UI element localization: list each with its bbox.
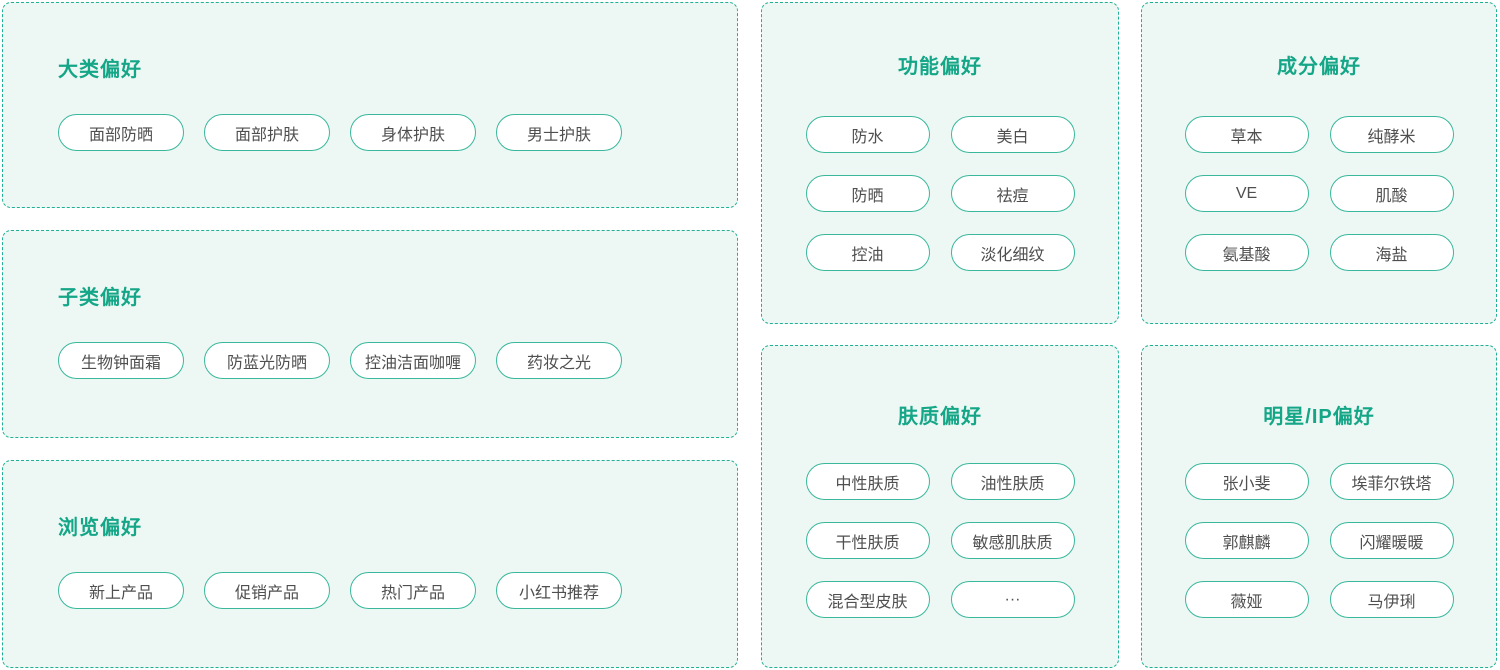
pill-more-ellipsis[interactable]: ···: [950, 581, 1075, 618]
pill-group-celebrity-ip: 张小斐 埃菲尔铁塔 郭麒麟 闪耀暖暖 薇娅 马伊琍: [1142, 463, 1496, 618]
panel-function-preference: 功能偏好 防水 美白 防晒 祛痘 控油 淡化细纹: [761, 2, 1119, 324]
pill-sunscreen[interactable]: 防晒: [805, 175, 930, 212]
panel-celebrity-ip-preference: 明星/IP偏好 张小斐 埃菲尔铁塔 郭麒麟 闪耀暖暖 薇娅 马伊琍: [1141, 345, 1497, 668]
panel-title-function: 功能偏好: [898, 56, 982, 78]
pill-new-products[interactable]: 新上产品: [58, 572, 184, 609]
pill-combination-skin[interactable]: 混合型皮肤: [805, 581, 930, 618]
pill-xiaohongshu-recommend[interactable]: 小红书推荐: [496, 572, 622, 609]
panel-title-category: 大类偏好: [58, 59, 142, 81]
pill-blue-light-sunscreen[interactable]: 防蓝光防晒: [204, 342, 330, 379]
pill-waterproof[interactable]: 防水: [805, 116, 930, 153]
pill-viya[interactable]: 薇娅: [1184, 581, 1309, 618]
panel-subcategory-preference: 子类偏好 生物钟面霜 防蓝光防晒 控油洁面咖喱 药妆之光: [2, 230, 738, 438]
pill-men-skincare[interactable]: 男士护肤: [496, 114, 622, 151]
panel-title-browsing: 浏览偏好: [58, 517, 142, 539]
pill-cosmeceutical-light[interactable]: 药妆之光: [496, 342, 622, 379]
pill-eiffel-tower[interactable]: 埃菲尔铁塔: [1329, 463, 1454, 500]
pill-amino-acid[interactable]: 氨基酸: [1184, 234, 1309, 271]
panel-skin-type-preference: 肤质偏好 中性肤质 油性肤质 干性肤质 敏感肌肤质 混合型皮肤 ···: [761, 345, 1119, 668]
panel-title-ingredient: 成分偏好: [1277, 56, 1361, 78]
panel-title-celebrity-ip: 明星/IP偏好: [1263, 406, 1375, 428]
pill-group-ingredient: 草本 纯酵米 VE 肌酸 氨基酸 海盐: [1142, 116, 1496, 271]
pill-guo-qilin[interactable]: 郭麒麟: [1184, 522, 1309, 559]
pill-face-sunscreen[interactable]: 面部防晒: [58, 114, 184, 151]
pill-biological-clock-cream[interactable]: 生物钟面霜: [58, 342, 184, 379]
panel-category-preference: 大类偏好 面部防晒 面部护肤 身体护肤 男士护肤: [2, 2, 738, 208]
pill-face-skincare[interactable]: 面部护肤: [204, 114, 330, 151]
pill-ma-yili[interactable]: 马伊琍: [1329, 581, 1454, 618]
pill-anti-acne[interactable]: 祛痘: [950, 175, 1075, 212]
pill-group-browsing: 新上产品 促销产品 热门产品 小红书推荐: [58, 572, 622, 609]
pill-body-skincare[interactable]: 身体护肤: [350, 114, 476, 151]
pill-zhang-xiaofei[interactable]: 张小斐: [1184, 463, 1309, 500]
pill-vitamin-e[interactable]: VE: [1184, 175, 1309, 212]
pill-sensitive-skin[interactable]: 敏感肌肤质: [950, 522, 1075, 559]
pill-oily-skin[interactable]: 油性肤质: [950, 463, 1075, 500]
panel-browsing-preference: 浏览偏好 新上产品 促销产品 热门产品 小红书推荐: [2, 460, 738, 668]
pill-oil-control-cleanser[interactable]: 控油洁面咖喱: [350, 342, 476, 379]
pill-fade-fine-lines[interactable]: 淡化细纹: [950, 234, 1075, 271]
pill-group-function: 防水 美白 防晒 祛痘 控油 淡化细纹: [762, 116, 1118, 271]
panel-title-skin-type: 肤质偏好: [898, 406, 982, 428]
panel-title-subcategory: 子类偏好: [58, 287, 142, 309]
pill-whitening[interactable]: 美白: [950, 116, 1075, 153]
pill-neutral-skin[interactable]: 中性肤质: [805, 463, 930, 500]
pill-promo-products[interactable]: 促销产品: [204, 572, 330, 609]
panel-ingredient-preference: 成分偏好 草本 纯酵米 VE 肌酸 氨基酸 海盐: [1141, 2, 1497, 324]
pill-group-subcategory: 生物钟面霜 防蓝光防晒 控油洁面咖喱 药妆之光: [58, 342, 622, 379]
pill-dry-skin[interactable]: 干性肤质: [805, 522, 930, 559]
pill-group-category: 面部防晒 面部护肤 身体护肤 男士护肤: [58, 114, 622, 151]
pill-hot-products[interactable]: 热门产品: [350, 572, 476, 609]
pill-group-skin-type: 中性肤质 油性肤质 干性肤质 敏感肌肤质 混合型皮肤 ···: [762, 463, 1118, 618]
pill-oil-control[interactable]: 控油: [805, 234, 930, 271]
pill-pure-fermented-rice[interactable]: 纯酵米: [1329, 116, 1454, 153]
pill-creatine[interactable]: 肌酸: [1329, 175, 1454, 212]
pill-sea-salt[interactable]: 海盐: [1329, 234, 1454, 271]
pill-herbal[interactable]: 草本: [1184, 116, 1309, 153]
pill-shining-nikki[interactable]: 闪耀暖暖: [1329, 522, 1454, 559]
